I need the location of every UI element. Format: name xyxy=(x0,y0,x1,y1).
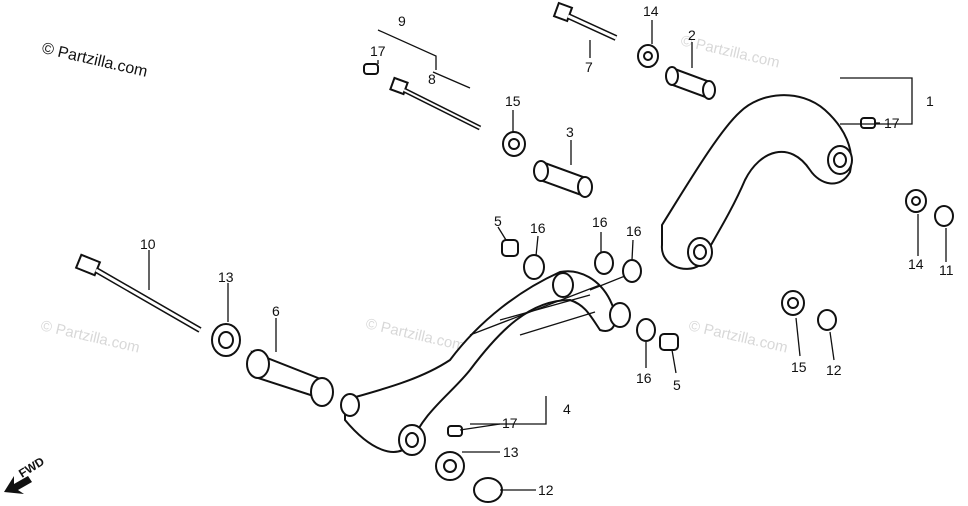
callout-17-b: 17 xyxy=(884,115,900,131)
watermark: © Partzilla.com xyxy=(687,317,789,356)
callout-5-left: 5 xyxy=(494,213,502,229)
callout-16-c: 16 xyxy=(626,223,642,239)
part-seal-14-top[interactable] xyxy=(637,44,659,68)
callout-17-c: 17 xyxy=(502,415,518,431)
part-seal-14-right[interactable] xyxy=(905,189,927,213)
part-collar-3[interactable] xyxy=(533,160,593,198)
callout-12-lower: 12 xyxy=(538,482,554,498)
callout-14-right: 14 xyxy=(908,256,924,272)
callout-12-right: 12 xyxy=(826,362,842,378)
callout-14-top: 14 xyxy=(643,3,659,19)
callout-11: 11 xyxy=(939,262,954,278)
part-collar-5-left[interactable] xyxy=(501,239,519,257)
callout-16-d: 16 xyxy=(636,370,652,386)
callout-16-a: 16 xyxy=(530,220,546,236)
part-collar-6[interactable] xyxy=(246,349,334,407)
callout-6: 6 xyxy=(272,303,280,319)
watermark: © Partzilla.com xyxy=(364,315,466,354)
callout-9: 9 xyxy=(398,13,406,29)
callout-10: 10 xyxy=(140,236,156,252)
part-collar-2[interactable] xyxy=(665,66,716,100)
part-seal-13-upper[interactable] xyxy=(211,323,241,357)
callout-4: 4 xyxy=(563,401,571,417)
part-nut-11[interactable] xyxy=(934,205,954,227)
callout-1: 1 xyxy=(926,93,934,109)
part-lower-arm[interactable] xyxy=(340,269,641,456)
part-washer-16-c[interactable] xyxy=(622,259,642,283)
callout-3: 3 xyxy=(566,124,574,140)
part-washer-16-b[interactable] xyxy=(594,251,614,275)
callout-7: 7 xyxy=(585,59,593,75)
part-bolt-8[interactable] xyxy=(389,76,482,131)
callout-17-a: 17 xyxy=(370,43,386,59)
callout-15-right: 15 xyxy=(791,359,807,375)
fwd-label: FWD xyxy=(16,454,47,481)
part-bolt-7[interactable] xyxy=(552,1,618,41)
part-cushion-arm[interactable] xyxy=(660,94,853,270)
watermark: © Partzilla.com xyxy=(39,317,141,356)
part-nut-12-right[interactable] xyxy=(817,309,837,331)
part-seal-15-top[interactable] xyxy=(502,131,526,157)
fwd-arrow: FWD xyxy=(4,454,47,494)
part-seal-13-lower[interactable] xyxy=(435,451,465,481)
callout-13-lower: 13 xyxy=(503,444,519,460)
callout-13-upper: 13 xyxy=(218,269,234,285)
part-seal-15-right[interactable] xyxy=(781,290,805,316)
callout-5-right: 5 xyxy=(673,377,681,393)
part-long-bolt[interactable] xyxy=(74,253,202,333)
part-grease-fitting-17-a[interactable] xyxy=(363,63,379,75)
part-grease-fitting-17-b[interactable] xyxy=(860,117,876,129)
callout-16-b: 16 xyxy=(592,214,608,230)
leader-lines xyxy=(148,20,947,491)
callout-8: 8 xyxy=(428,71,436,87)
part-washer-16-a[interactable] xyxy=(523,254,545,280)
callout-15-top: 15 xyxy=(505,93,521,109)
callout-2: 2 xyxy=(688,27,696,43)
part-collar-5-right[interactable] xyxy=(659,333,679,351)
part-nut-12-lower[interactable] xyxy=(473,477,503,503)
part-washer-16-d[interactable] xyxy=(636,318,656,342)
arrow-icon xyxy=(4,476,32,494)
part-grease-fitting-17-c[interactable] xyxy=(447,425,463,437)
